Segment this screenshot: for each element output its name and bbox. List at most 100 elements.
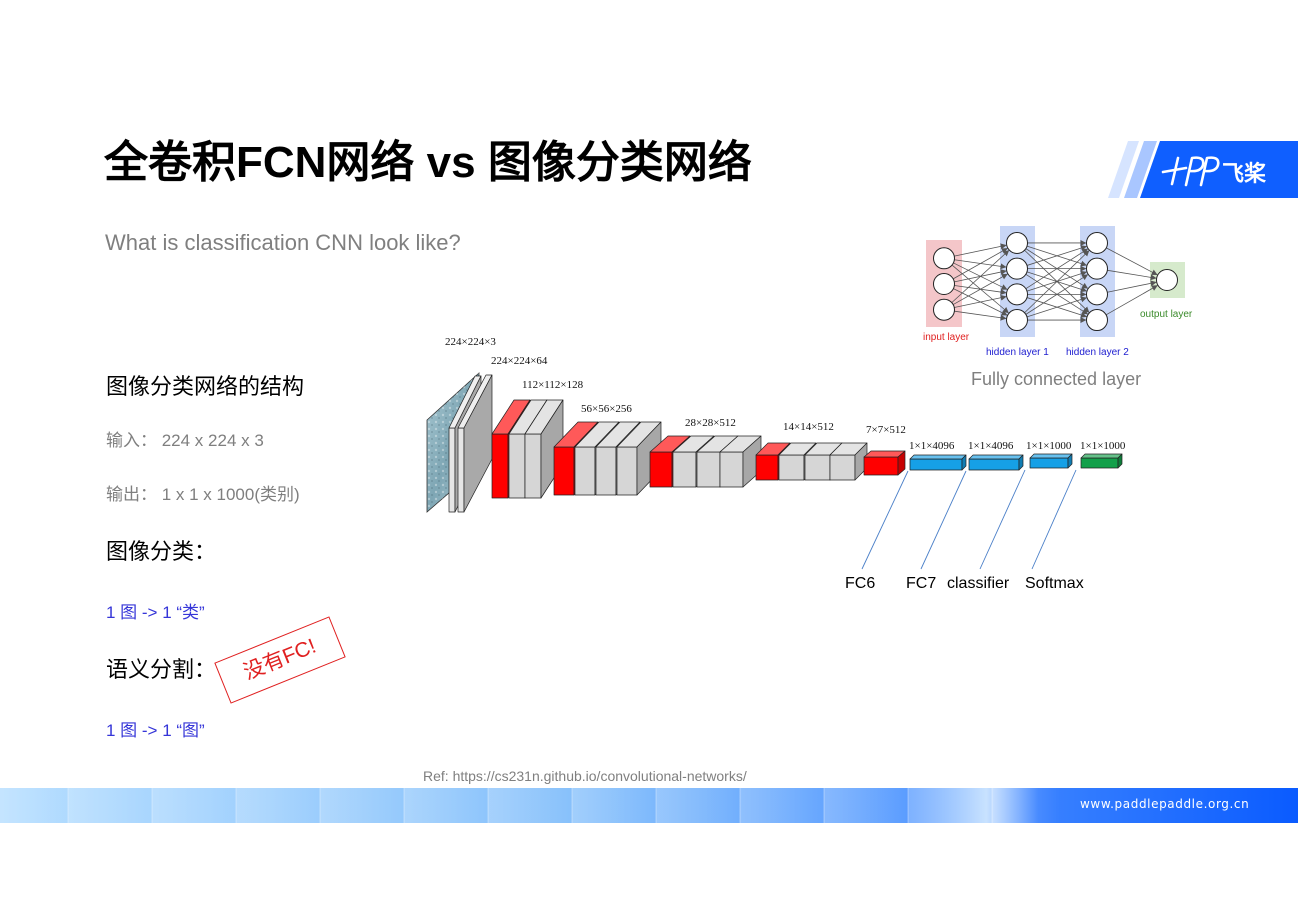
fc-layer-block: [1029, 453, 1073, 469]
footer-segment: [740, 788, 824, 823]
front-face: [672, 451, 697, 488]
footer-band: www.paddlepaddle.org.cn: [0, 788, 1298, 823]
stage-label: 14×14×512: [783, 421, 834, 433]
stage-label: 28×28×512: [685, 417, 736, 429]
connection-arrow: [951, 250, 1010, 303]
footer-segment: [404, 788, 488, 823]
stage-label: 56×56×256: [581, 403, 632, 415]
stage-label: 224×224×64: [491, 355, 548, 367]
front-face: [1029, 457, 1069, 469]
fc7-label: FC7: [906, 575, 936, 592]
connection-arrow: [1024, 250, 1090, 314]
front-face: [616, 446, 638, 496]
front-face: [755, 454, 779, 481]
side-face: [1067, 453, 1073, 469]
stage-label: 7×7×512: [866, 424, 906, 436]
classification-heading: 图像分类：: [106, 539, 217, 564]
front-face: [553, 446, 575, 496]
structure-heading: 图像分类网络的结构: [106, 374, 305, 399]
connection-arrow: [954, 243, 1007, 257]
front-face: [1080, 457, 1119, 469]
softmax-layer-block: [1080, 453, 1123, 469]
footer-url: www.paddlepaddle.org.cn: [1080, 797, 1249, 811]
neuron-node: [1006, 257, 1028, 280]
front-face: [804, 454, 831, 481]
footer-segment: [992, 788, 1060, 823]
footer-segment: [656, 788, 740, 823]
callout-line-fc6: [861, 470, 909, 570]
front-face: [448, 427, 456, 513]
connection-arrow: [954, 294, 1007, 308]
connection-arrow: [1025, 274, 1089, 315]
stage-label: 224×224×3: [445, 336, 496, 348]
connection-arrow: [1107, 280, 1157, 293]
paddlepaddle-logo-icon: [1161, 156, 1220, 187]
page-title: 全卷积FCN网络 vs 图像分类网络: [104, 138, 752, 187]
connection-arrow: [952, 248, 1008, 280]
connection-arrow: [1026, 296, 1087, 318]
brand-logo: 飞桨: [1108, 141, 1298, 198]
front-face: [778, 454, 805, 481]
fc-layer-block: [968, 454, 1024, 471]
front-face: [595, 446, 617, 496]
fc-layer-block: [909, 454, 967, 471]
reference-link-text: Ref: https://cs231n.github.io/convolutio…: [423, 768, 747, 784]
front-face: [491, 433, 509, 499]
neuron-node: [933, 247, 955, 270]
front-face: [649, 451, 673, 488]
fc-size-label: 1×1×1000: [1026, 440, 1072, 452]
neuron-node: [1006, 231, 1028, 254]
classification-mapping: 1 图 -> 1 “类”: [106, 603, 205, 622]
classifier-label: classifier: [947, 575, 1010, 592]
callout-line-classifier: [979, 469, 1026, 570]
side-face: [1018, 454, 1024, 471]
footer-segment: [824, 788, 908, 823]
connection-arrow: [1107, 269, 1157, 281]
side-face: [897, 450, 906, 476]
neuron-node: [1156, 269, 1178, 291]
front-face: [508, 433, 526, 499]
front-face: [574, 446, 596, 496]
cnn-architecture-diagram: [426, 372, 1123, 513]
footer-segment: [488, 788, 572, 823]
top-face: [1080, 453, 1123, 459]
front-face: [719, 451, 744, 488]
front-face: [524, 433, 542, 499]
top-face: [1029, 453, 1073, 459]
footer-segment: [320, 788, 404, 823]
callout-line-fc7: [920, 470, 967, 570]
gray-layer-block: [616, 421, 662, 496]
top-face: [909, 454, 967, 460]
cnn-stage-labels: 224×224×3 224×224×64 112×112×128 56×56×2…: [445, 336, 1126, 452]
fc-size-label: 1×1×4096: [968, 440, 1014, 452]
front-face: [909, 458, 963, 471]
logo-stripe-light: [1108, 141, 1139, 198]
connection-arrow: [1105, 285, 1158, 316]
front-face: [457, 427, 465, 513]
connection-arrow: [1106, 247, 1158, 276]
neuron-node: [1086, 231, 1108, 254]
front-face: [829, 454, 856, 481]
front-face: [863, 456, 899, 476]
gray-layer-block: [524, 399, 564, 499]
footer-segment: [152, 788, 236, 823]
layer-label: input layer: [923, 332, 970, 343]
footer-segment: [68, 788, 152, 823]
layer-label: output layer: [1140, 309, 1193, 320]
top-face: [968, 454, 1024, 460]
segmentation-heading: 语义分割：: [106, 657, 217, 682]
input-size-line: 输入： 224 x 224 x 3: [106, 431, 264, 450]
fc-layer-callout-lines: [861, 469, 1077, 570]
connection-arrow: [954, 310, 1007, 321]
stage-label: 112×112×128: [522, 379, 584, 391]
neuron-node: [1006, 309, 1028, 332]
connection-arrow: [952, 273, 1008, 305]
callout-line-softmax: [1031, 469, 1077, 570]
connection-arrow: [1025, 248, 1089, 290]
neuron-node: [1086, 309, 1108, 332]
neuron-node: [1086, 257, 1108, 280]
fc-size-label: 1×1×1000: [1080, 440, 1126, 452]
footer-segment: [908, 788, 992, 823]
segmentation-mapping: 1 图 -> 1 “图”: [106, 721, 205, 740]
